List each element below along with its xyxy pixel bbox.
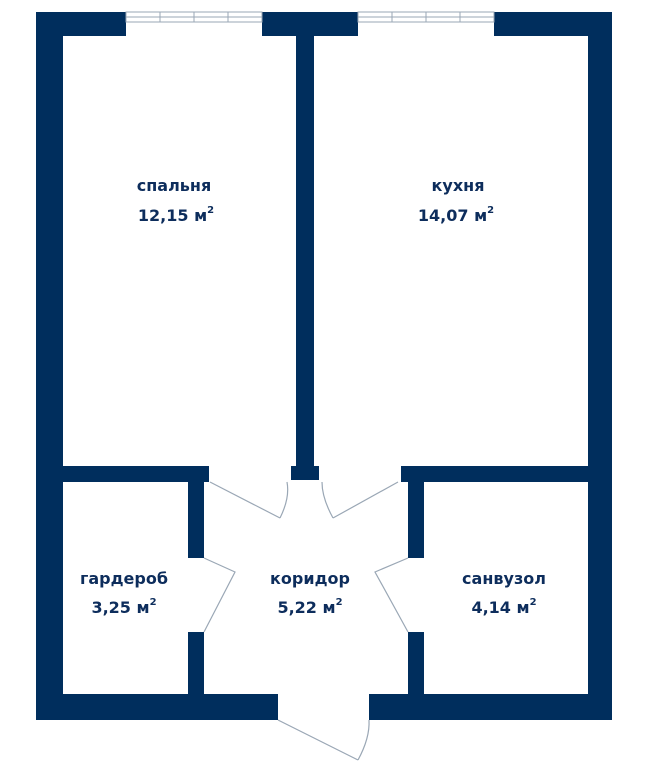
area-value: 14,07 bbox=[417, 206, 469, 225]
door-bathroom bbox=[374, 557, 409, 633]
window-bedroom bbox=[125, 11, 263, 23]
room-area-kitchen: 14,07 м2 bbox=[417, 204, 495, 225]
area-value: 12,15 bbox=[137, 206, 189, 225]
door-bedroom bbox=[209, 481, 289, 519]
wall-bottom-right bbox=[369, 694, 612, 720]
wall-bedroom-bottom bbox=[36, 466, 209, 482]
room-name-bathroom: санвузол bbox=[462, 569, 546, 588]
wall-partition-stub bbox=[291, 466, 319, 480]
door-wardrobe bbox=[203, 557, 236, 633]
walls bbox=[36, 12, 612, 720]
wall-wardrobe-right-lower bbox=[188, 632, 204, 712]
wall-right bbox=[588, 12, 612, 720]
area-value: 5,22 bbox=[277, 598, 317, 617]
doors bbox=[203, 481, 409, 761]
wall-bottom-left bbox=[36, 694, 278, 720]
door-kitchen bbox=[321, 481, 399, 519]
wall-bathroom-left-upper bbox=[408, 466, 424, 558]
window-kitchen bbox=[357, 11, 495, 23]
wall-bathroom-left-lower bbox=[408, 632, 424, 712]
windows bbox=[125, 11, 495, 23]
room-area-wardrobe: 3,25 м2 bbox=[91, 596, 157, 617]
wall-partition-center bbox=[296, 12, 314, 480]
area-unit: м bbox=[322, 598, 336, 617]
area-unit-power: 2 bbox=[149, 596, 157, 608]
wall-left bbox=[36, 12, 63, 720]
area-unit-power: 2 bbox=[529, 596, 537, 608]
area-unit: м bbox=[474, 206, 488, 225]
room-area-corridor: 5,22 м2 bbox=[277, 596, 343, 617]
area-value: 4,14 bbox=[471, 598, 511, 617]
area-unit-power: 2 bbox=[335, 596, 343, 608]
area-unit: м bbox=[136, 598, 150, 617]
wall-kitchen-bottom bbox=[401, 466, 612, 482]
room-name-corridor: коридор bbox=[270, 569, 350, 588]
wall-wardrobe-right-upper bbox=[188, 466, 204, 558]
door-entrance bbox=[277, 719, 370, 761]
area-unit-power: 2 bbox=[207, 204, 215, 216]
area-unit-power: 2 bbox=[487, 204, 495, 216]
area-value: 3,25 bbox=[91, 598, 131, 617]
area-unit: м bbox=[516, 598, 530, 617]
room-area-bathroom: 4,14 м2 bbox=[471, 596, 537, 617]
room-name-kitchen: кухня bbox=[431, 176, 485, 195]
room-name-wardrobe: гардероб bbox=[80, 569, 168, 588]
room-area-bedroom: 12,15 м2 bbox=[137, 204, 215, 225]
area-unit: м bbox=[194, 206, 208, 225]
room-name-bedroom: спальня bbox=[136, 176, 212, 195]
